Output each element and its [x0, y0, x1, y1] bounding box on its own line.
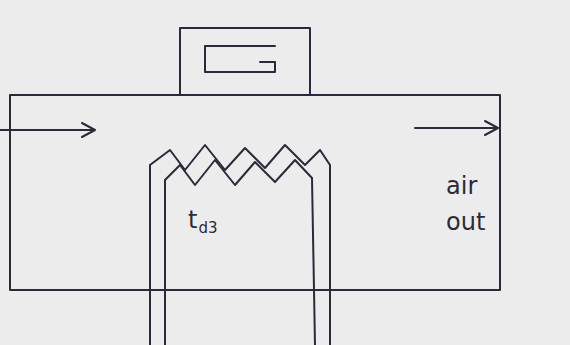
- top-housing: [180, 28, 310, 95]
- inlet-arrow: [0, 123, 95, 137]
- outlet-arrow: [415, 121, 498, 135]
- instrument-symbol: [205, 46, 275, 72]
- coil-outer: [150, 145, 330, 345]
- flow-label: air out: [446, 168, 494, 240]
- subscript: d3: [198, 221, 217, 236]
- coil-inner: [165, 160, 315, 345]
- temperature-symbol: t: [188, 208, 197, 232]
